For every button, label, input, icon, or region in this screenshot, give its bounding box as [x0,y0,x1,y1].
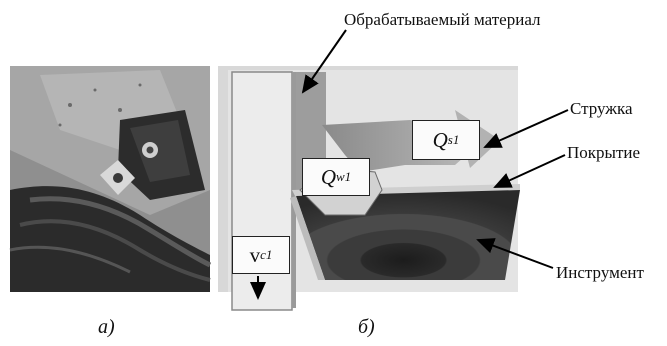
photo-a [9,66,212,292]
workpiece-shape [231,71,293,311]
leader-lines [301,29,569,269]
material-label: Обрабатываемый материал [344,10,541,29]
qw-main: Q [320,164,336,189]
caption-b: б) [358,316,375,338]
qw-sub: w1 [336,169,352,184]
chip-label: Стружка [570,99,633,118]
qs-sub: s1 [447,132,460,147]
schematic-b [218,66,520,311]
coating-label: Покрытие [567,143,641,162]
caption-a: а) [98,316,115,338]
qs-main: Q [432,127,448,152]
tool-label: Инструмент [556,263,644,282]
vc-sub: c1 [260,247,273,262]
vc-main: v [249,242,261,267]
